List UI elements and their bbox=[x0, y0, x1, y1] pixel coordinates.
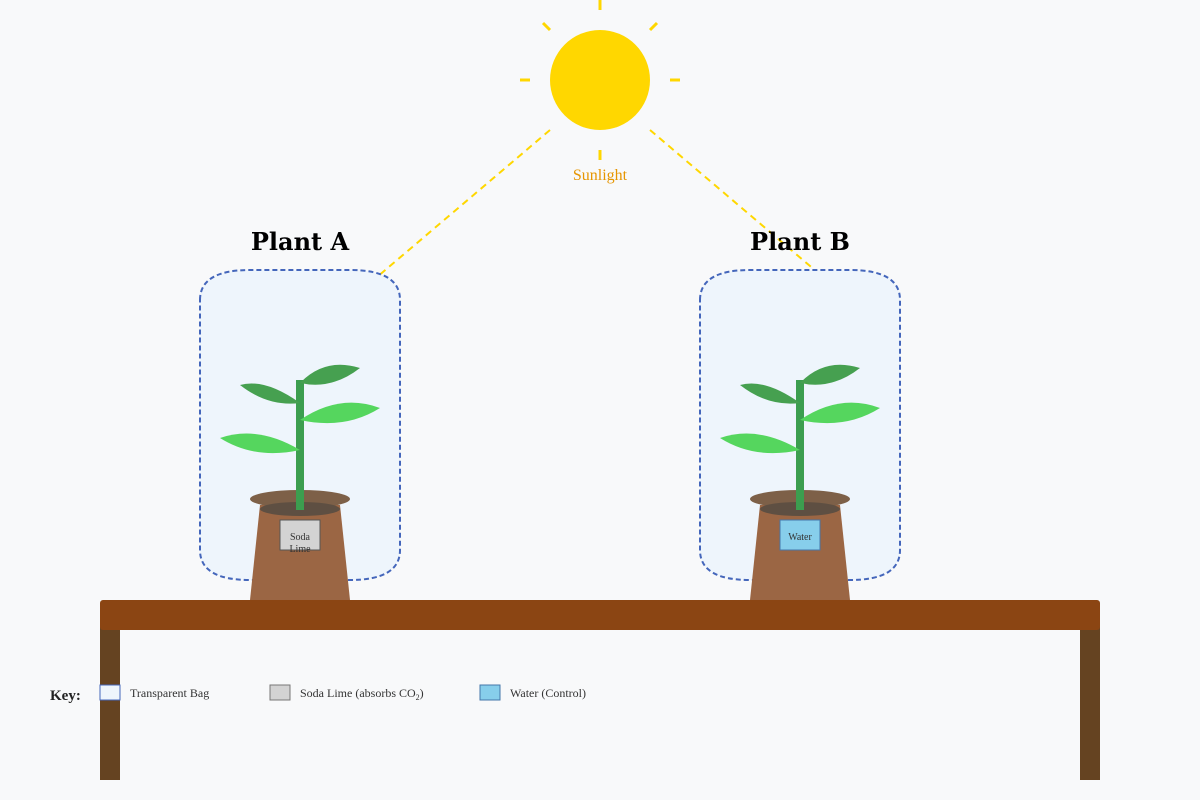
stem bbox=[796, 380, 804, 510]
sun: Sunlight bbox=[520, 0, 680, 184]
stem bbox=[296, 380, 304, 510]
leaf bbox=[720, 433, 800, 454]
legend-swatch-water bbox=[479, 684, 501, 701]
sun-ray bbox=[648, 21, 659, 32]
water-container bbox=[779, 519, 821, 551]
sun-rays bbox=[520, 0, 680, 160]
table-leg-left bbox=[100, 625, 120, 780]
leaf bbox=[220, 433, 300, 454]
key-legend: Key: Transparent Bag Soda Lime (absorbs … bbox=[50, 684, 586, 704]
container-label: Soda bbox=[290, 532, 311, 543]
container-label: Lime bbox=[289, 544, 311, 555]
plant-a-title: Plant A bbox=[251, 227, 350, 256]
leaf bbox=[800, 364, 860, 385]
light-beam-left bbox=[349, 129, 551, 301]
table-top bbox=[100, 600, 1100, 630]
sun-disc bbox=[550, 30, 650, 130]
sun-ray bbox=[541, 21, 552, 32]
plant-b-title: Plant B bbox=[750, 227, 850, 256]
leaf bbox=[300, 364, 360, 385]
legend-label-water: Water (Control) bbox=[510, 686, 586, 700]
leaf bbox=[800, 402, 880, 424]
soda-lime-container bbox=[279, 519, 321, 551]
sunlight-label: Sunlight bbox=[573, 167, 628, 184]
leaf bbox=[300, 402, 380, 424]
plant-b-setup: Plant B Water bbox=[699, 227, 901, 600]
pot bbox=[250, 505, 350, 600]
legend-label-bag: Transparent Bag bbox=[130, 686, 209, 700]
legend-swatch-soda-lime bbox=[269, 684, 291, 701]
key-title: Key: bbox=[50, 688, 81, 704]
table bbox=[100, 600, 1100, 780]
plant-a-setup: Plant A Soda Lime bbox=[199, 227, 401, 600]
leaf bbox=[240, 383, 300, 404]
container-label: Water bbox=[788, 532, 812, 543]
leaf bbox=[740, 383, 800, 404]
table-leg-right bbox=[1080, 625, 1100, 780]
legend-label-soda-lime: Soda Lime (absorbs CO2) bbox=[300, 686, 424, 702]
legend-swatch-bag bbox=[99, 684, 121, 701]
pot bbox=[750, 505, 850, 600]
